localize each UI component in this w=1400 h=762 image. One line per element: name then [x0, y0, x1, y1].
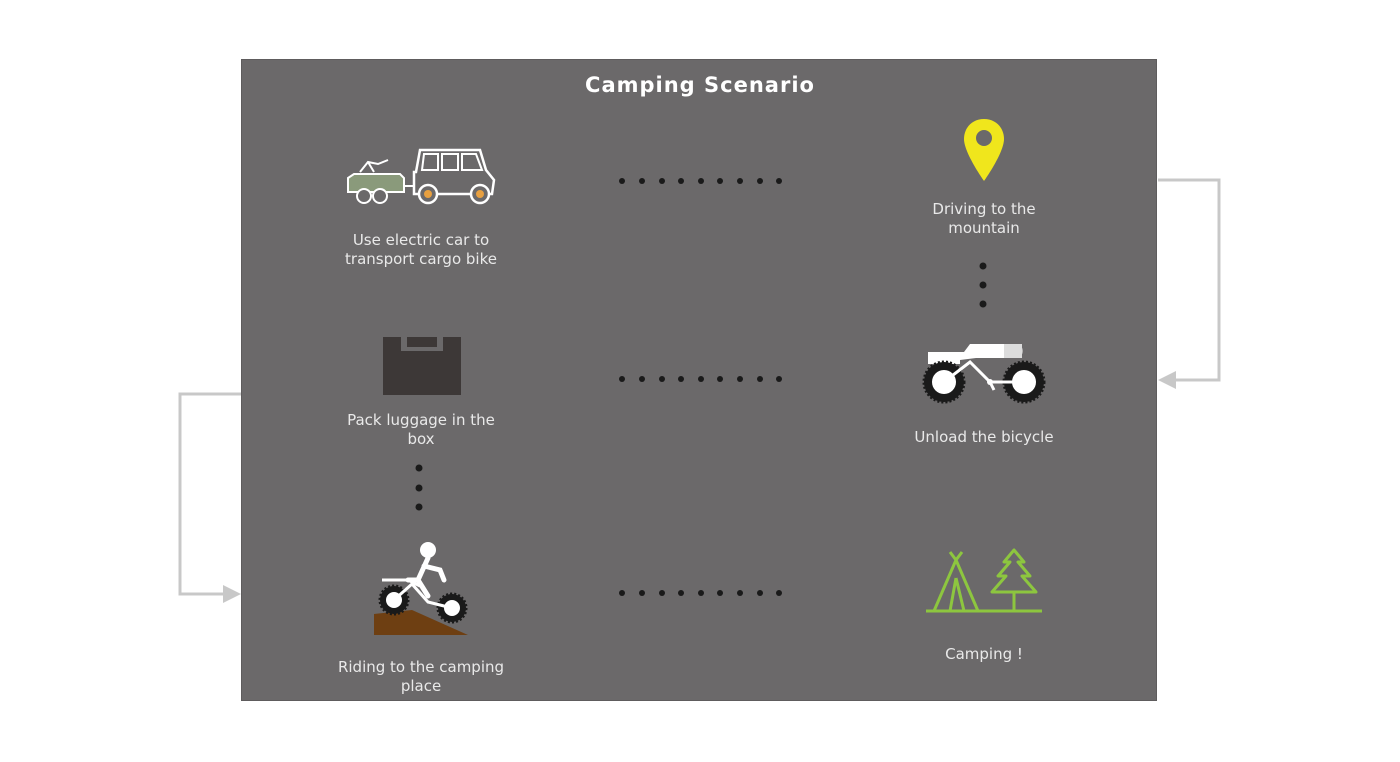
riding-bike-icon [374, 542, 468, 635]
right-return-arrow [1158, 178, 1221, 389]
step-2-label-line-2: mountain [948, 219, 1020, 237]
dots-row-1 [619, 178, 782, 184]
cargo-bicycle-icon [922, 344, 1046, 404]
step-4-label: Pack luggage in the box [321, 411, 521, 449]
dots-left-vertical [415, 464, 423, 511]
car-with-trailer-icon [347, 148, 496, 205]
left-return-arrow [178, 392, 241, 603]
step-5-label-line-2: place [400, 677, 442, 695]
step-5-label-line-1: Riding to the camping [337, 658, 505, 676]
luggage-box-icon [383, 337, 461, 395]
dots-row-3 [619, 590, 782, 596]
step-6-label-line-1: Camping ! [945, 645, 1023, 663]
step-3-label: Unload the bicycle [884, 428, 1084, 447]
dots-row-2 [619, 376, 782, 382]
step-4-label-line-2: box [407, 430, 435, 448]
location-pin-icon [964, 119, 1004, 181]
dots-right-vertical [979, 262, 987, 308]
tent-tree-icon [926, 548, 1042, 613]
step-6-label: Camping ! [884, 645, 1084, 664]
step-1-label: Use electric car to transport cargo bike [321, 231, 521, 269]
step-5-label: Riding to the camping place [321, 658, 521, 696]
step-1-label-line-1: Use electric car to [352, 231, 490, 249]
step-2-label: Driving to the mountain [884, 200, 1084, 238]
step-3-label-line-1: Unload the bicycle [914, 428, 1054, 446]
step-2-label-line-1: Driving to the [932, 200, 1036, 218]
diagram-title: Camping Scenario [585, 73, 815, 97]
step-4-label-line-1: Pack luggage in the [347, 411, 495, 429]
step-1-label-line-2: transport cargo bike [345, 250, 497, 268]
